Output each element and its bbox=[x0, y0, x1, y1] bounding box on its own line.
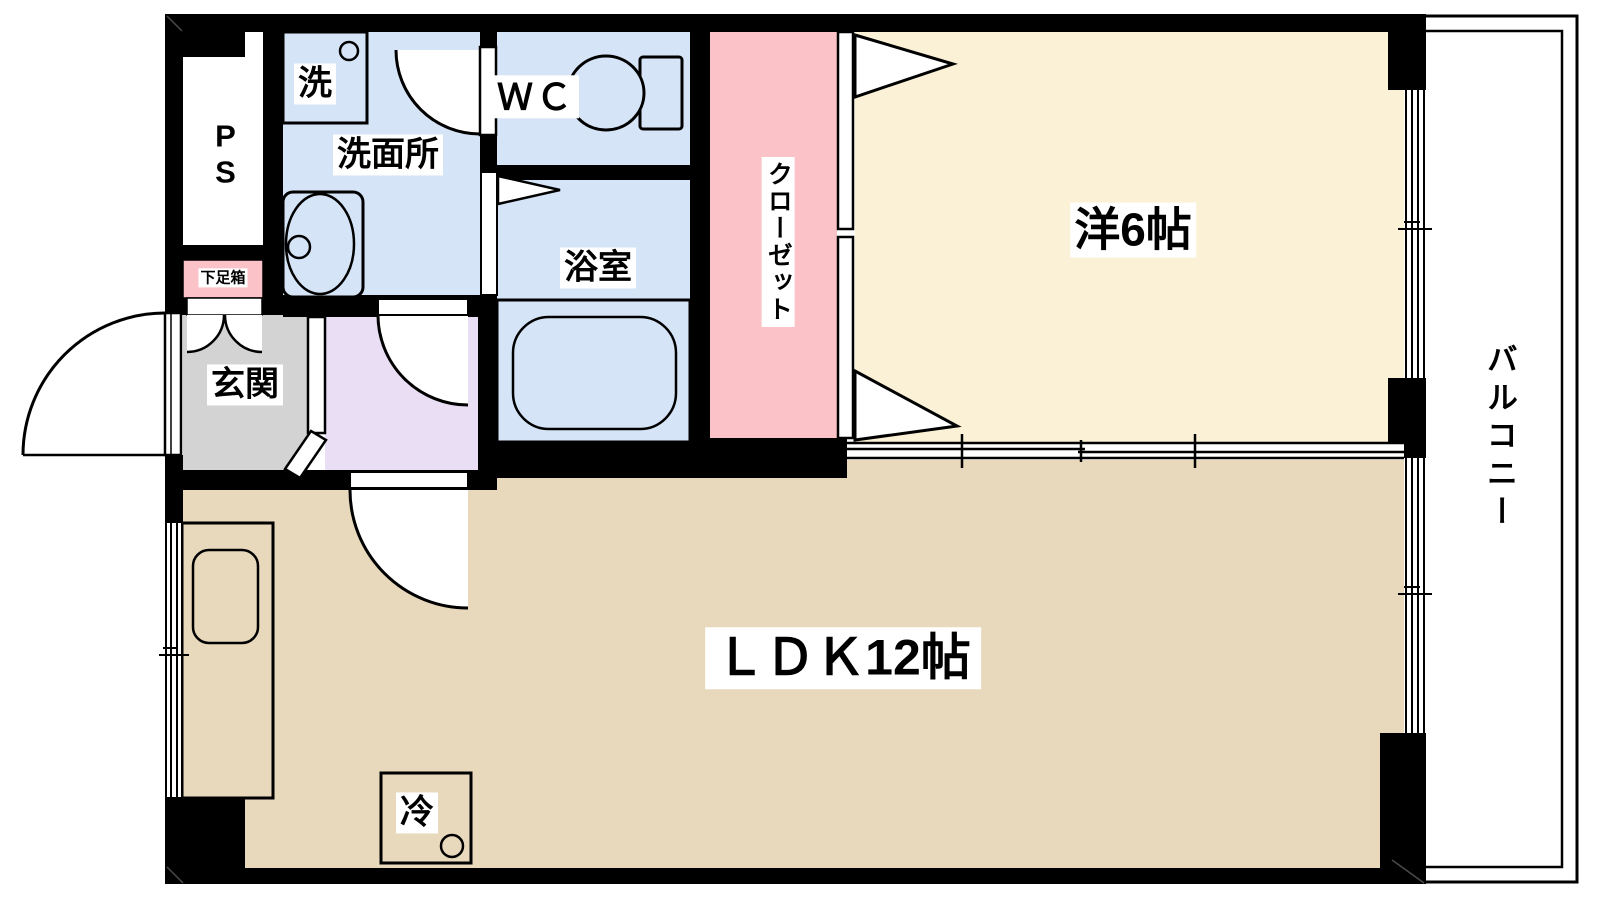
wall-right-corner-bottom bbox=[1380, 733, 1426, 884]
washer-label: 洗 bbox=[294, 63, 336, 105]
shoe-door-right-arc bbox=[223, 314, 263, 354]
wall-ps-shoe-divider bbox=[183, 245, 263, 260]
closet-door-swing-top-icon bbox=[853, 32, 958, 100]
entrance-door-leaf bbox=[163, 311, 183, 457]
wall-right-corner-top bbox=[1388, 14, 1426, 90]
ldk-label: ＬＤＫ12帖 bbox=[705, 627, 981, 689]
wall-closet-left bbox=[690, 14, 710, 475]
wall-wc-bottom bbox=[480, 165, 690, 180]
kitchen-window bbox=[165, 523, 183, 797]
wall-top bbox=[165, 14, 1426, 32]
western-room-label: 洋6帖 bbox=[1070, 202, 1196, 258]
wall-left-mid bbox=[165, 455, 183, 523]
hall-ldk-door-leaf bbox=[349, 471, 469, 489]
entrance-door-swing-arc bbox=[21, 311, 166, 456]
bathroom-folding-door-icon bbox=[496, 174, 561, 206]
hall-washroom-door-leaf bbox=[377, 298, 469, 316]
wall-ps-right bbox=[263, 14, 283, 313]
wall-wc-left-top bbox=[480, 14, 497, 47]
vanity-faucet-icon bbox=[286, 234, 312, 260]
closet-door-lower bbox=[836, 235, 855, 440]
hall-washroom-door-swing-arc bbox=[376, 314, 469, 407]
wall-left-upper bbox=[165, 14, 183, 313]
corner-mark-bottom-left bbox=[166, 866, 184, 884]
wall-bath-bottom bbox=[478, 442, 710, 478]
ps-label: P S bbox=[215, 118, 237, 189]
washing-machine-faucet-icon bbox=[338, 40, 360, 62]
washroom-label: 洗面所 bbox=[333, 134, 443, 176]
kitchen-sink bbox=[191, 548, 260, 645]
shoe-box-label: 下足箱 bbox=[198, 268, 248, 288]
closet-door-upper bbox=[836, 30, 855, 231]
corner-mark-bottom-right bbox=[1391, 859, 1425, 884]
western-room-window bbox=[1404, 90, 1426, 378]
hall-ldk-door-swing-arc bbox=[348, 489, 469, 610]
entrance-step-diagonal bbox=[283, 429, 328, 480]
toilet-bowl bbox=[566, 54, 646, 132]
hall-washroom-door-swing-fill bbox=[378, 315, 468, 405]
shoe-door-left-arc bbox=[186, 314, 226, 354]
refrigerator-outlet-icon bbox=[439, 833, 465, 859]
toilet-tank bbox=[638, 55, 684, 131]
shoe-door-right-fill bbox=[225, 315, 262, 352]
wall-bottom bbox=[165, 868, 1426, 884]
wall-ps-notch bbox=[183, 31, 245, 57]
bathroom-door-frame bbox=[480, 171, 498, 296]
wall-closet-bottom bbox=[690, 438, 847, 478]
balcony-floor bbox=[1426, 16, 1577, 881]
corner-mark-top-left bbox=[166, 15, 183, 32]
washroom-door-swing-fill bbox=[396, 50, 480, 134]
entrance-door-swing-fill bbox=[23, 313, 165, 455]
shoe-door-left-fill bbox=[187, 315, 224, 352]
balcony-inner-rail bbox=[1426, 29, 1564, 869]
wc-label: ＷＣ bbox=[492, 75, 580, 119]
shoe-box-threshold bbox=[186, 297, 263, 316]
bathroom-label: 浴室 bbox=[560, 247, 636, 289]
refrigerator-label: 冷 bbox=[396, 792, 438, 834]
balcony-outer-rail bbox=[1395, 14, 1579, 884]
entrance-label: 玄関 bbox=[207, 364, 283, 406]
bathtub bbox=[511, 315, 678, 431]
closet-label: クローゼット bbox=[761, 157, 795, 327]
ldk-window bbox=[1404, 458, 1426, 733]
balcony-label: バルコニー bbox=[1481, 343, 1517, 533]
closet-door-swing-bottom-icon bbox=[853, 368, 962, 442]
hall-ldk-door-swing-fill bbox=[350, 490, 468, 608]
ps-floor bbox=[183, 31, 263, 245]
vanity-basin bbox=[284, 192, 356, 296]
entrance-hall-partition bbox=[306, 315, 327, 435]
wall-hall-right bbox=[478, 295, 497, 478]
washroom-door-swing-arc bbox=[394, 49, 481, 136]
